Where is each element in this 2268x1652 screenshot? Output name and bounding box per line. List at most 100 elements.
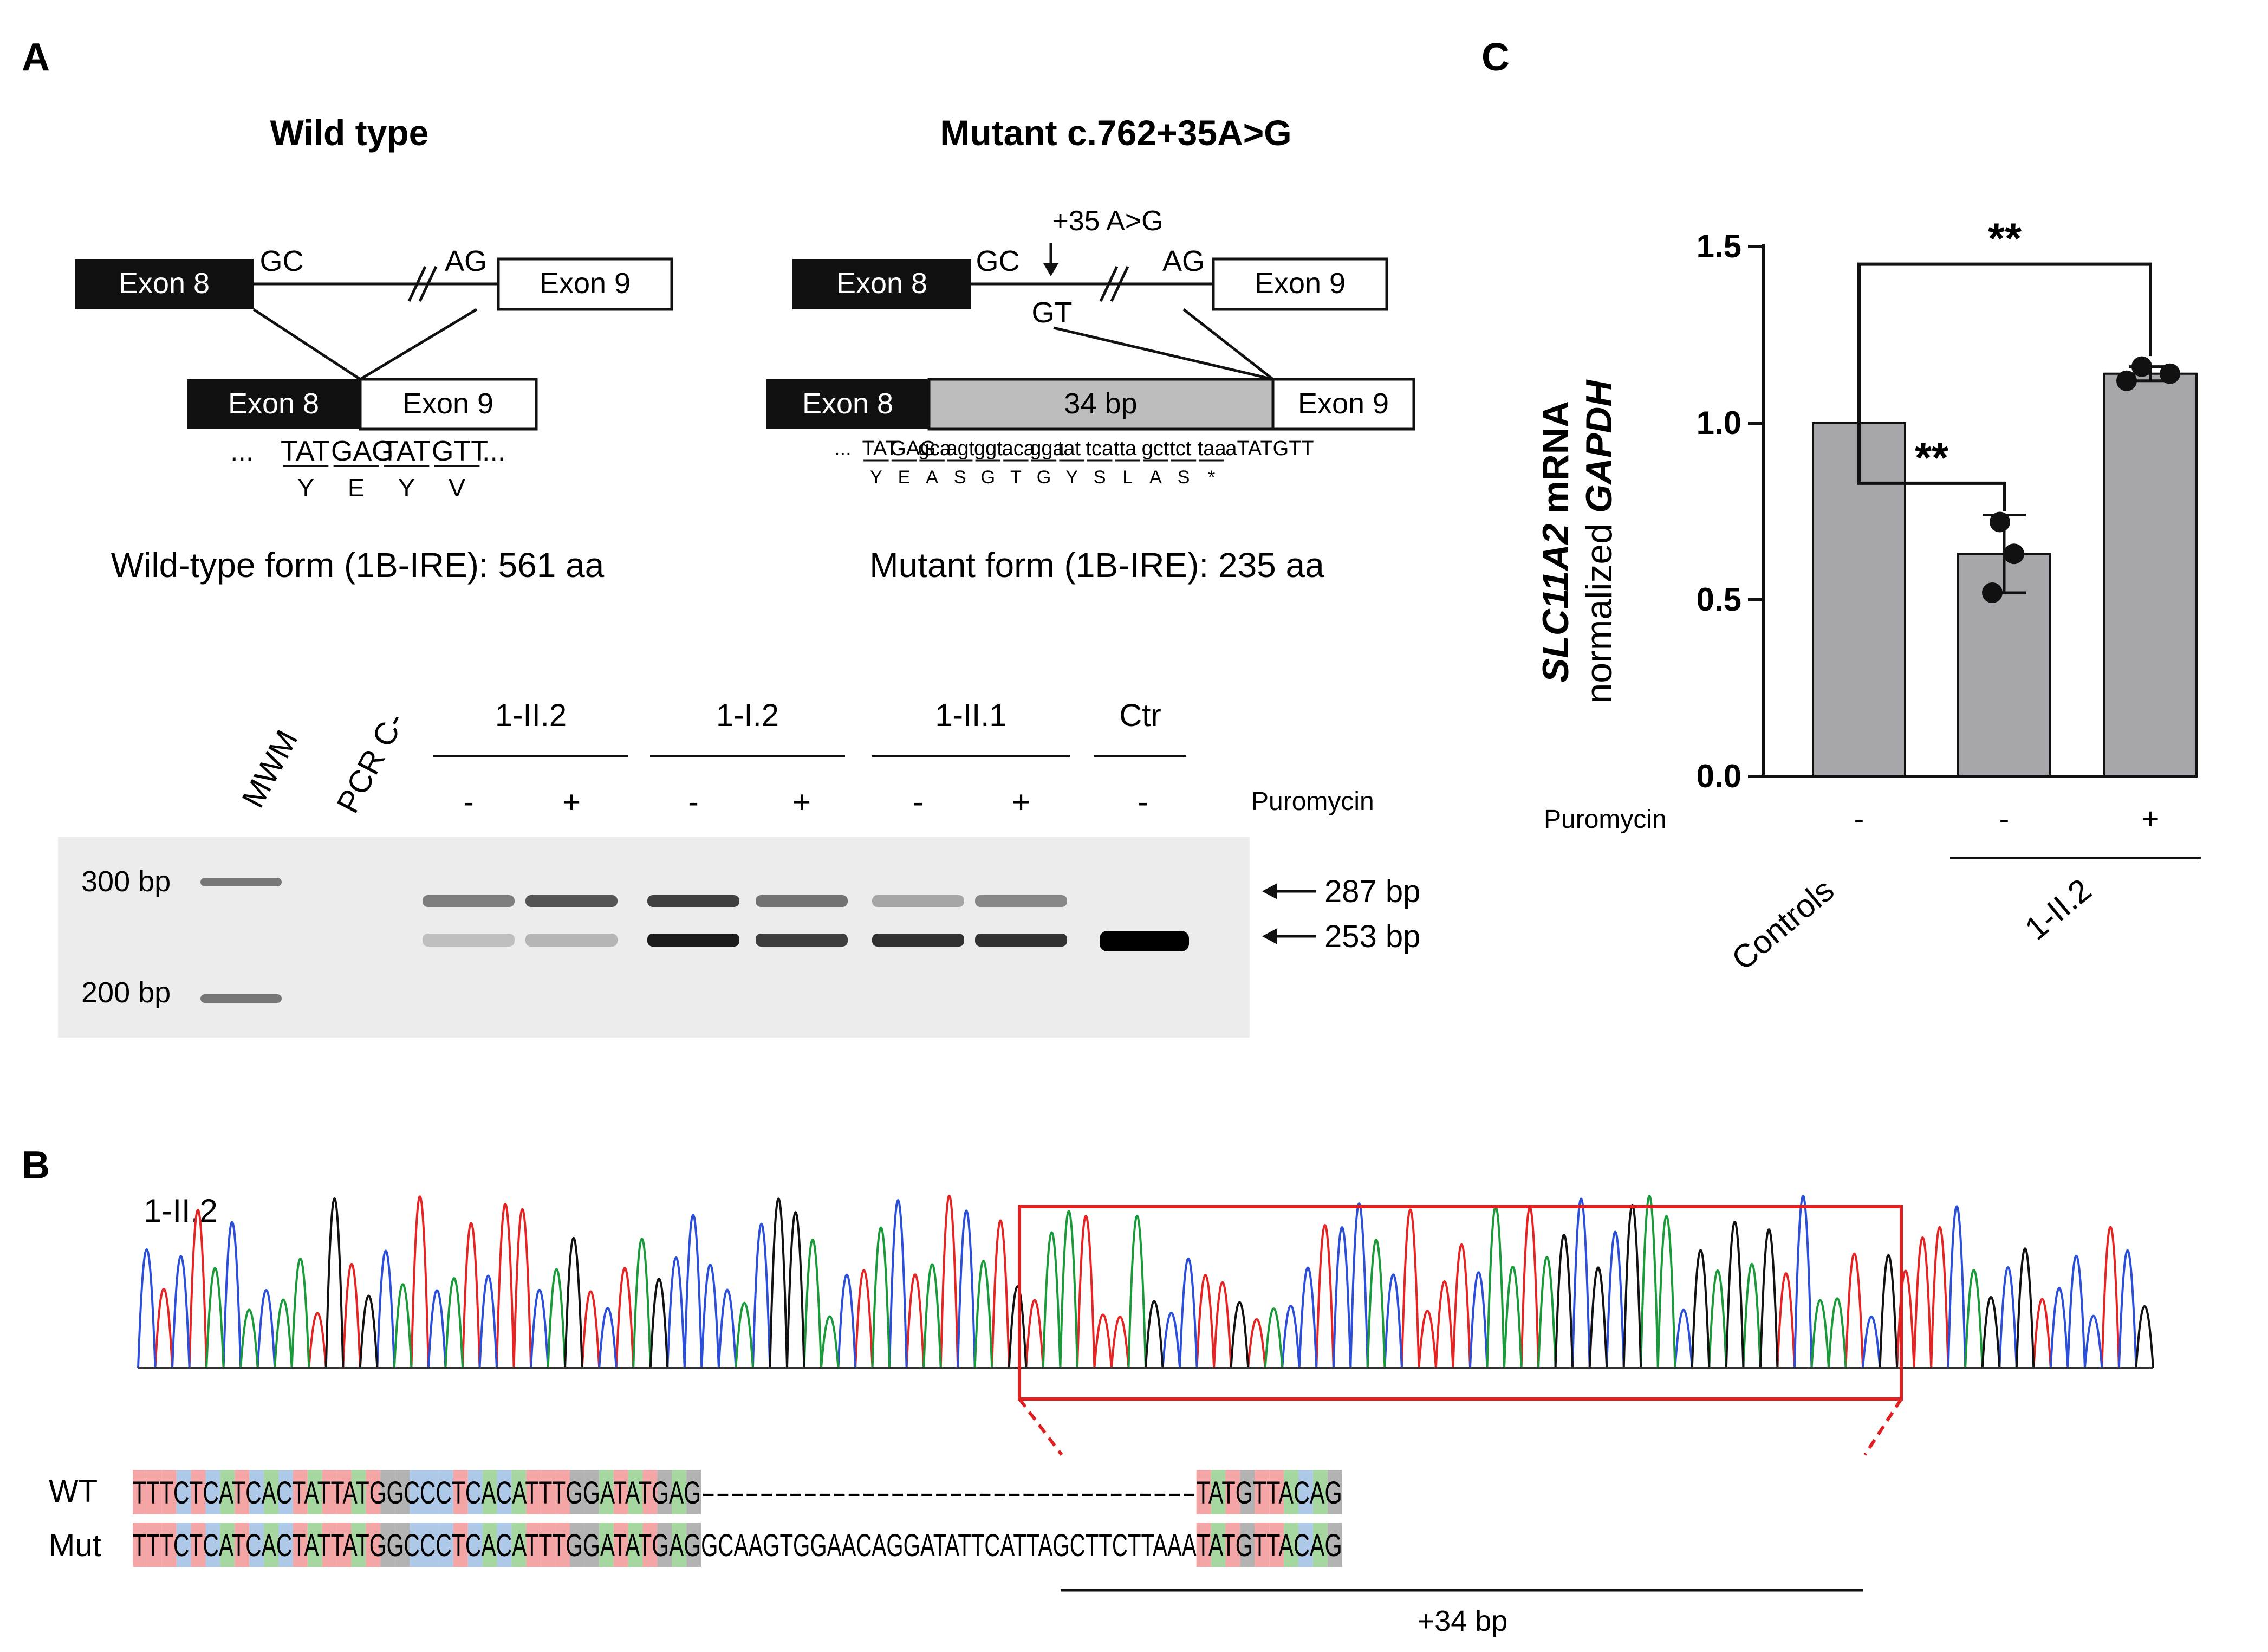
significance-bracket: [1857, 412, 2006, 511]
mut-spliced-exon9-label: Exon 9: [1298, 387, 1389, 420]
mut-break-mark: [1099, 265, 1119, 302]
base-cell: [497, 1470, 512, 1514]
base-cell: [424, 1470, 439, 1514]
base-cell: [1327, 1523, 1342, 1567]
mutant-title: Mutant c.762+35A>G: [940, 113, 1291, 153]
amino-acid: S: [954, 467, 966, 488]
insert-length-label: +34 bp: [1418, 1605, 1508, 1637]
base-cell: [410, 1470, 424, 1514]
base-cell: [642, 1470, 658, 1514]
gel-band-253: [975, 934, 1067, 947]
trace-channel: [154, 1195, 2120, 1369]
base-cell: [453, 1523, 468, 1567]
base-cell: [1284, 1523, 1298, 1567]
amino-acid: V: [449, 474, 465, 502]
base-cell: [220, 1523, 235, 1567]
insert-highlight-box: [1018, 1205, 1903, 1401]
wt-seq-right: TATGTTACAG: [1197, 1475, 1342, 1511]
base-cell: [147, 1523, 162, 1567]
codon: gct: [1142, 437, 1169, 460]
data-point: [2160, 363, 2180, 384]
base-cell: [1298, 1470, 1313, 1514]
base-cell: [570, 1470, 584, 1514]
base-cell: [205, 1470, 220, 1514]
base-cell: [1255, 1523, 1270, 1567]
base-cell: [628, 1470, 643, 1514]
y-axis-normalized: normalized: [1578, 513, 1620, 704]
base-cell: [1225, 1523, 1240, 1567]
mut-insert-label: 34 bp: [1064, 387, 1137, 420]
wt-spliced-exon9-label: Exon 9: [402, 387, 493, 420]
base-cell: [161, 1470, 177, 1514]
ladder-200-label: 200 bp: [81, 976, 171, 1009]
base-cell: [482, 1470, 497, 1514]
puromycin-sign: -: [1854, 801, 1864, 835]
amino-acid: T: [1010, 467, 1022, 488]
mut-seq-insert: GCAAGTGGAACAGGATATTCATTAGCTTCTTAAA: [701, 1528, 1197, 1563]
amino-acid: G: [1037, 467, 1051, 488]
base-cell: [1269, 1470, 1284, 1514]
amino-acid: Y: [297, 474, 314, 502]
y-tick-label: 1.0: [1697, 405, 1741, 441]
codon: TAT: [281, 436, 330, 467]
base-cell: [1269, 1523, 1284, 1567]
amino-acid: S: [1094, 467, 1106, 488]
base-cell: [235, 1523, 250, 1567]
amino-acid: Y: [398, 474, 415, 502]
codon: tta: [1114, 437, 1137, 460]
amino-acid: Y: [870, 467, 882, 488]
base-cell: [526, 1523, 541, 1567]
gel-band-253: [647, 934, 739, 947]
base-cell: [133, 1523, 147, 1567]
amino-acid: E: [348, 474, 365, 502]
amino-acid: A: [926, 467, 938, 488]
data-point: [2131, 356, 2152, 377]
y-axis-label: SLC11A2 mRNA normalized GAPDH: [1535, 379, 1620, 704]
puromycin-sign: -: [1999, 801, 2010, 835]
mut-exon8-box: [792, 259, 971, 309]
wt-exon8-label: Exon 8: [119, 267, 210, 300]
base-cell: [278, 1470, 293, 1514]
gel-band-287: [756, 895, 848, 907]
base-cell: [205, 1523, 220, 1567]
mut-spliced-exon8: [766, 379, 929, 429]
base-cell: [380, 1470, 395, 1514]
gel-lane-headers: 1-II.2-+1-I.2-+1-II.1-+Ctr-: [433, 698, 1186, 820]
gel-band-253: [872, 934, 964, 947]
wt-break-mark: [418, 265, 438, 302]
codon: TAT: [862, 437, 898, 460]
gel-puromycin-sign: +: [562, 785, 581, 820]
data-point: [1990, 511, 2010, 533]
band-287-label: 287 bp: [1324, 874, 1420, 909]
gel-puromycin-sign: -: [688, 785, 698, 820]
base-cell: [613, 1470, 628, 1514]
base-cell: [351, 1523, 366, 1567]
insert-zoom-line-left: [1018, 1398, 1063, 1456]
sequence-suffix: ...: [482, 436, 505, 467]
base-cell: [336, 1523, 352, 1567]
sequence-prefix: ...: [834, 437, 852, 460]
base-cell: [307, 1523, 322, 1567]
amino-acid: L: [1122, 467, 1133, 488]
wt-seq-left: TTTCTCATCACTATTATGGCCCTCACATTTGGATATGAG: [133, 1475, 701, 1511]
base-cell: [438, 1470, 453, 1514]
x-label-1-ii-2: 1-II.2: [2018, 872, 2098, 947]
mut-donor-site: GC: [976, 245, 1020, 277]
gel-group-label: 1-II.2: [495, 698, 567, 733]
mutant-variant-label: +35 A>G: [1052, 205, 1163, 237]
mut-exon9-box: [1212, 257, 1388, 311]
base-cell: [599, 1470, 614, 1514]
amino-acid: E: [898, 467, 911, 488]
base-cell: [147, 1470, 162, 1514]
base-cell: [424, 1523, 439, 1567]
base-cell: [307, 1470, 322, 1514]
base-cell: [438, 1523, 453, 1567]
gel-puromycin-sign: +: [792, 785, 811, 820]
lane-label-pcr-neg: PCR C-: [330, 707, 412, 819]
base-cell: [264, 1523, 278, 1567]
y-axis-label-line2: normalized GAPDH: [1578, 379, 1620, 704]
panel-c-label: C: [1481, 36, 1510, 79]
mut-seq-right: TATGTTACAG: [1197, 1528, 1342, 1563]
bar: [2103, 372, 2198, 778]
mutant-sequence: ...TATYGAGEgcaAagtSggtGacaTggaGtatYtcaSt…: [834, 437, 1314, 488]
